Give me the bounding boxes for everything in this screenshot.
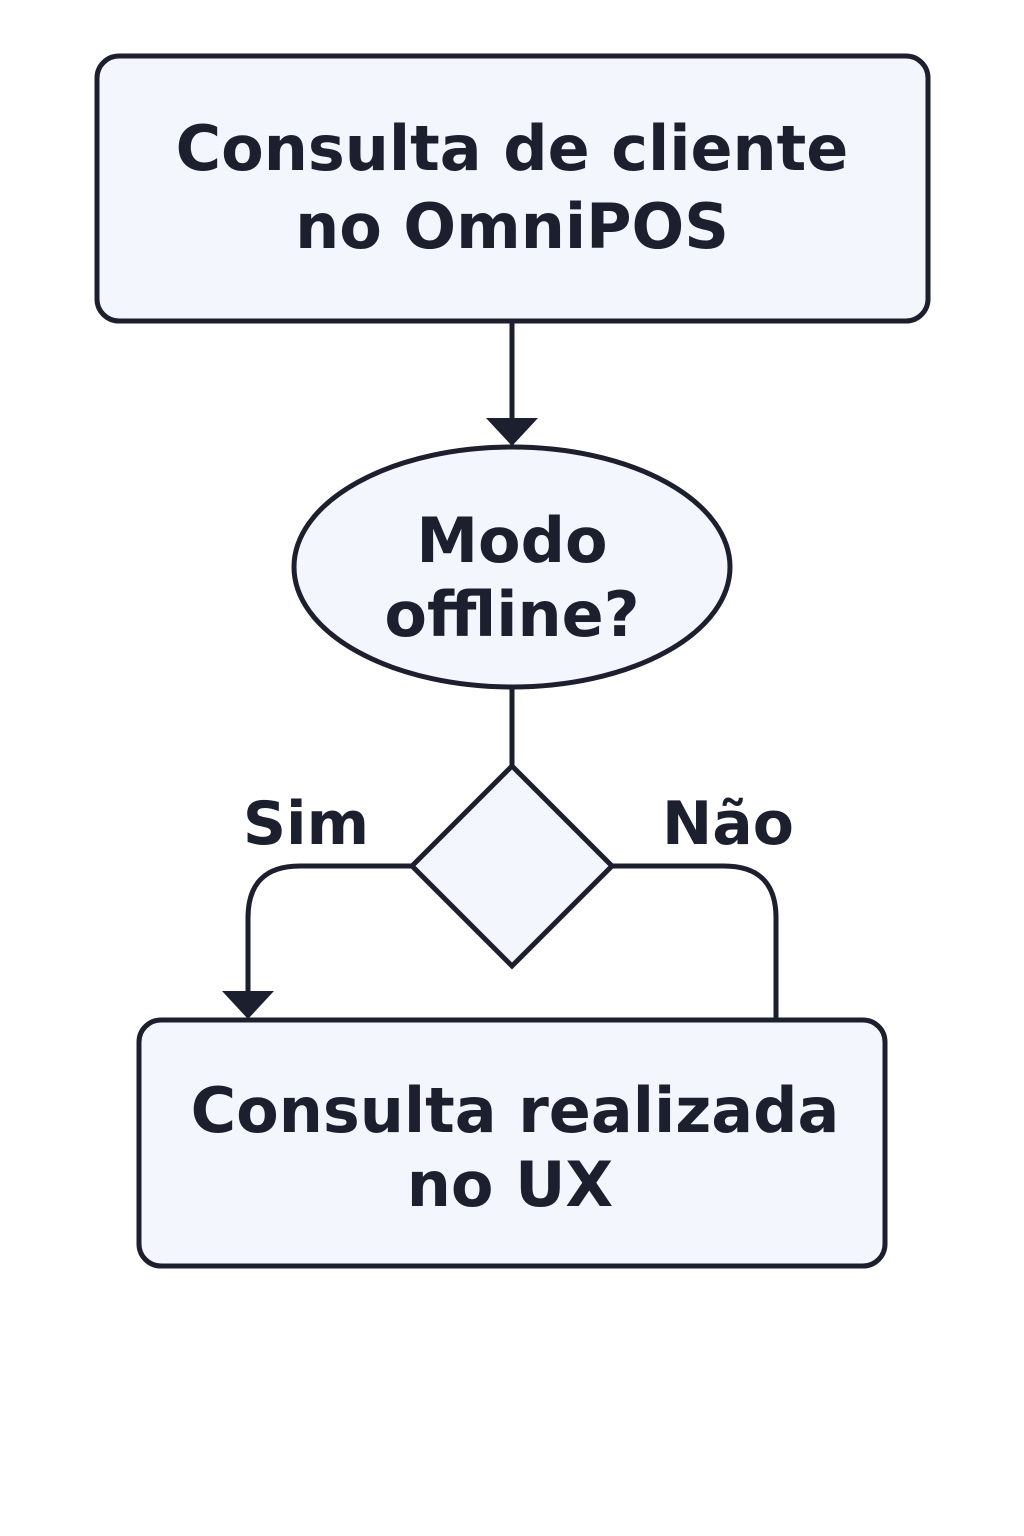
end-box <box>136 1017 888 1269</box>
question-line1: Modo <box>416 504 607 577</box>
decision-diamond <box>408 762 616 970</box>
arrowhead-question <box>486 418 538 446</box>
start-box-line1: Consulta de cliente <box>176 112 849 185</box>
end-box-line2: no UX <box>407 1148 613 1221</box>
yes-label: Sim <box>243 789 369 859</box>
arrowhead-yes <box>222 991 274 1019</box>
edge-yes-branch <box>245 863 412 995</box>
edge-no-branch <box>612 863 779 1020</box>
start-box <box>94 53 931 324</box>
start-box-line2: no OmniPOS <box>295 190 729 263</box>
question-line2: offline? <box>384 578 639 651</box>
end-box-line1: Consulta realizada <box>191 1074 840 1147</box>
no-label: Não <box>662 789 794 859</box>
